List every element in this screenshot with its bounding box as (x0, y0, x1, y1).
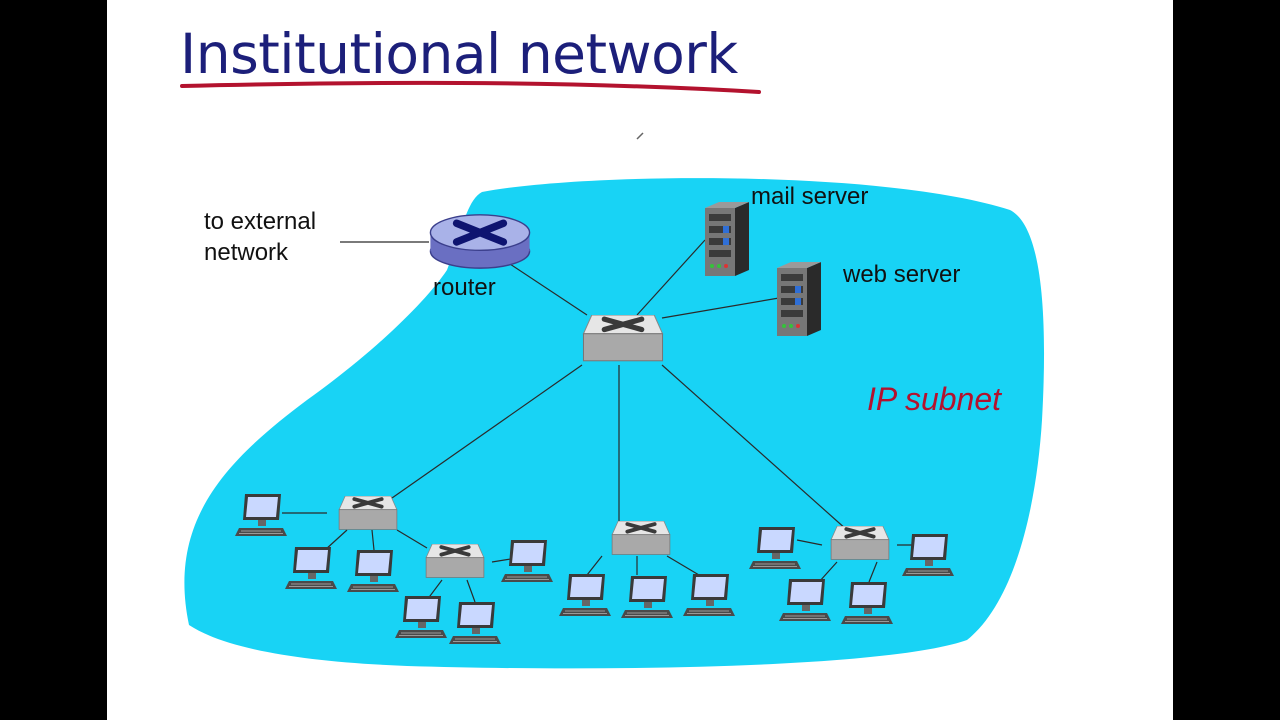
web-server-label: web server (842, 261, 960, 288)
core-switch-icon (583, 315, 662, 361)
external-network-label-line2: network (204, 239, 289, 266)
title-underline (180, 80, 761, 94)
slide-title: Institutional network (180, 22, 738, 86)
router-label: router (433, 274, 496, 301)
switch-icon (426, 544, 484, 577)
network-diagram: to external network router mail server w… (180, 80, 1045, 669)
left-letterbox (0, 0, 107, 720)
mail-server-label: mail server (751, 183, 868, 210)
switch-icon (339, 496, 397, 529)
ip-subnet-cloud (184, 178, 1045, 669)
router-icon (430, 215, 529, 268)
slide: Institutional network (107, 0, 1173, 720)
right-letterbox (1173, 0, 1280, 720)
pen-mark-icon (636, 132, 644, 140)
network-links (282, 239, 917, 603)
ip-subnet-label: IP subnet (867, 381, 1002, 417)
switch-icon (612, 521, 670, 554)
external-network-label-line1: to external (204, 208, 316, 235)
web-server-icon (777, 262, 821, 336)
mail-server-icon (705, 202, 749, 276)
switch-icon (831, 526, 889, 559)
